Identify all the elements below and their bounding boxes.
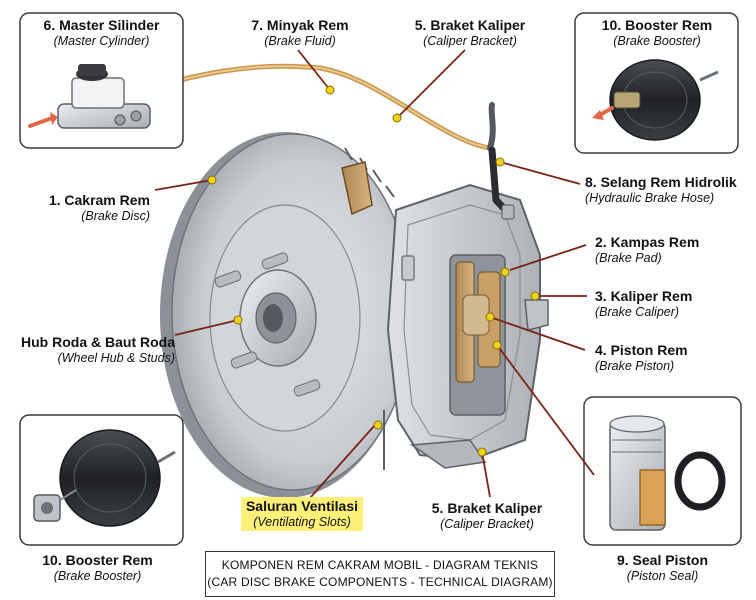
brake-booster-top-icon: [592, 59, 719, 141]
label-title: 5. Braket Kaliper: [431, 500, 543, 516]
label-subtitle: (Master Cylinder): [53, 33, 150, 48]
label-title: 1. Cakram Rem: [48, 192, 150, 208]
label-booster-bottom: 10. Booster Rem (Brake Booster): [15, 552, 180, 584]
upper-pad-drawing: [341, 161, 373, 216]
marker-dots: [207, 85, 540, 457]
label-brake-piston: 4. Piston Rem (Brake Piston): [595, 342, 745, 374]
label-caliper-bracket-bottom: 5. Braket Kaliper (Caliper Bracket): [412, 500, 562, 532]
label-subtitle: (Caliper Bracket): [423, 33, 517, 48]
label-title: 6. Master Silinder: [43, 17, 160, 33]
label-subtitle: (Brake Booster): [613, 33, 701, 48]
label-brake-disc: 1. Cakram Rem (Brake Disc): [20, 192, 150, 224]
label-subtitle: (Brake Pad): [595, 250, 662, 265]
label-subtitle: (Brake Caliper): [595, 304, 680, 319]
label-title: 3. Kaliper Rem: [595, 288, 693, 304]
master-cylinder-icon: [28, 64, 151, 129]
label-title: 9. Seal Piston: [616, 552, 709, 568]
brake-booster-bottom-icon: [33, 429, 176, 527]
label-subtitle: (Brake Fluid): [264, 33, 336, 48]
highlight-box: Saluran Ventilasi (Ventilating Slots): [240, 497, 364, 531]
label-brake-fluid: 7. Minyak Rem (Brake Fluid): [230, 17, 370, 49]
label-subtitle: (Brake Disc): [81, 208, 150, 223]
label-title: 4. Piston Rem: [595, 342, 688, 358]
caliper-drawing: [386, 183, 549, 469]
label-title: Saluran Ventilasi: [245, 498, 359, 514]
label-subtitle: (Brake Booster): [53, 568, 142, 583]
label-title: 7. Minyak Rem: [251, 17, 349, 33]
label-subtitle: (Hydraulic Brake Hose): [585, 190, 715, 205]
diagram-subtitle: (CAR DISC BRAKE COMPONENTS - TECHNICAL D…: [207, 575, 553, 589]
label-title: 2. Kampas Rem: [595, 234, 700, 250]
label-subtitle: (Wheel Hub & Studs): [57, 350, 175, 365]
label-subtitle: (Brake Piston): [595, 358, 675, 373]
label-wheel-hub: Hub Roda & Baut Roda (Wheel Hub & Studs): [10, 334, 175, 366]
label-title: 10. Booster Rem: [601, 17, 713, 33]
label-hydraulic-hose: 8. Selang Rem Hidrolik (Hydraulic Brake …: [585, 174, 750, 206]
label-title: 8. Selang Rem Hidrolik: [585, 174, 737, 190]
brake-disc-drawing: [160, 132, 413, 498]
label-booster-top: 10. Booster Rem (Brake Booster): [580, 17, 734, 49]
leader-lines: [154, 49, 595, 499]
label-title: Hub Roda & Baut Roda: [21, 334, 175, 350]
label-title: 10. Booster Rem: [42, 552, 153, 568]
diagram-title-box: KOMPONEN REM CAKRAM MOBIL - DIAGRAM TEKN…: [205, 551, 555, 597]
label-brake-caliper: 3. Kaliper Rem (Brake Caliper): [595, 288, 745, 320]
label-title: 5. Braket Kaliper: [414, 17, 526, 33]
label-master-cylinder: 6. Master Silinder (Master Cylinder): [24, 17, 179, 49]
label-subtitle: (Caliper Bracket): [440, 516, 534, 531]
diagram-title: KOMPONEN REM CAKRAM MOBIL - DIAGRAM TEKN…: [221, 558, 539, 572]
piston-seal-icon: [609, 415, 726, 531]
label-caliper-bracket-top: 5. Braket Kaliper (Caliper Bracket): [395, 17, 545, 49]
label-vent-slots: Saluran Ventilasi (Ventilating Slots): [232, 497, 372, 531]
label-subtitle: (Piston Seal): [626, 568, 699, 583]
label-subtitle: (Ventilating Slots): [253, 514, 351, 529]
label-brake-pad: 2. Kampas Rem (Brake Pad): [595, 234, 745, 266]
label-piston-seal: 9. Seal Piston (Piston Seal): [585, 552, 740, 584]
